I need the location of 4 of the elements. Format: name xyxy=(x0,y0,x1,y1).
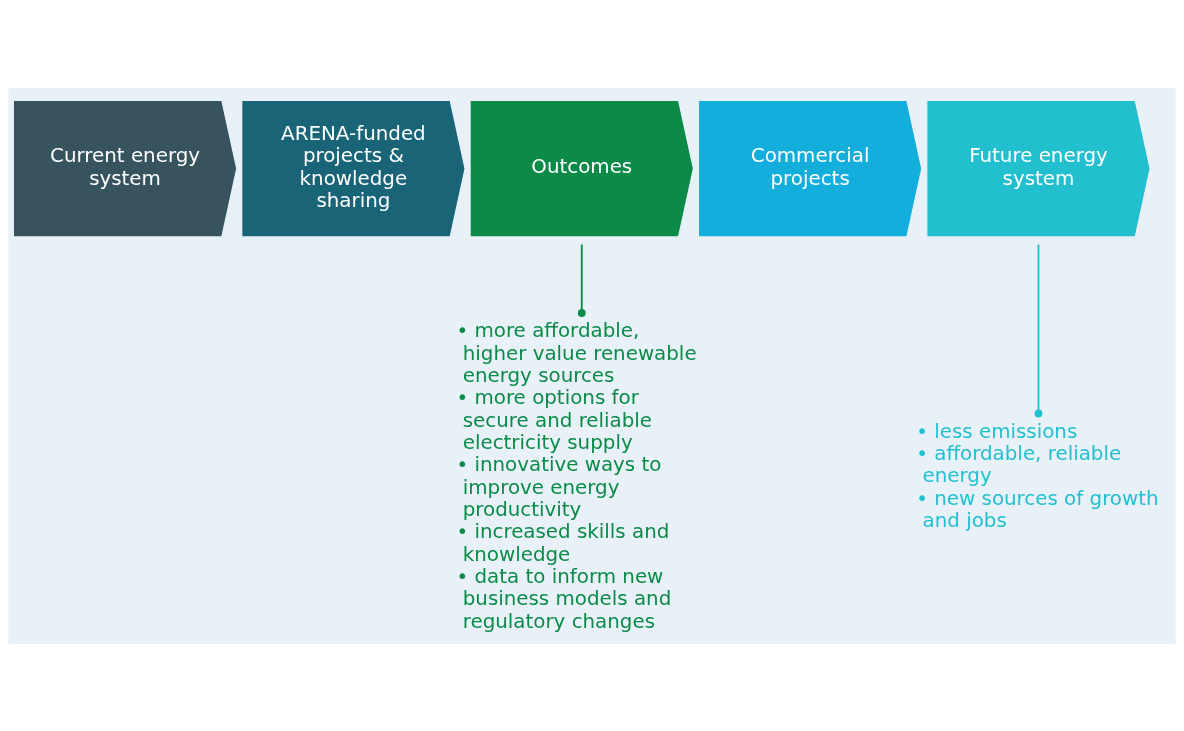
connector xyxy=(1034,243,1043,417)
node-text: • less emissions • affordable, reliable energy • new sources of growth and jobs xyxy=(916,419,1159,532)
node-text: • more affordable, higher value renewable energy sources • more options for secure and reliable electricity supply • innovative ways to improve energy productivity • increased skills and knowledge • data to inform new business models and regulatory changes xyxy=(456,318,697,633)
connector xyxy=(577,243,586,317)
